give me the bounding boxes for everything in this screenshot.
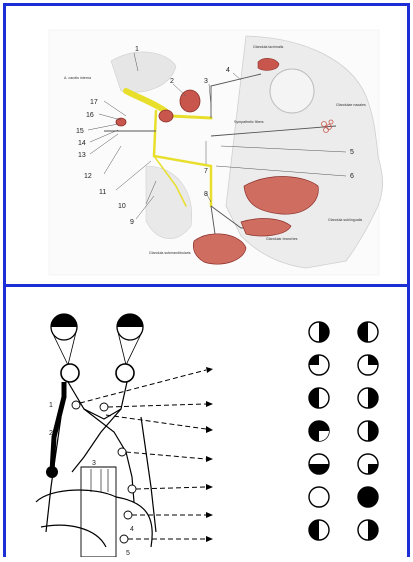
annotation-sympathetic: Sympathetic fibers xyxy=(234,120,264,124)
nerve-label-2: 2 xyxy=(49,430,53,437)
visual-field-right-icon xyxy=(117,314,143,340)
nerve-label-4: 4 xyxy=(130,526,134,533)
label-14: 14 xyxy=(78,140,86,147)
label-11: 11 xyxy=(99,189,106,196)
pupil-pair-1 xyxy=(309,322,378,342)
pupil-pair-6 xyxy=(309,487,378,507)
visual-pathway-panel: 1 2 3 4 5 xyxy=(6,287,407,557)
visual-pathway-diagram: 1 2 3 4 5 xyxy=(6,287,407,557)
nerve-label-3: 3 xyxy=(92,460,96,467)
annotation-submandibular: Glandula submandibularis xyxy=(149,251,191,255)
pupil-pair-3 xyxy=(309,388,378,408)
pupil-pair-2 xyxy=(309,355,378,375)
label-8: 8 xyxy=(204,191,208,198)
label-3: 3 xyxy=(204,78,208,85)
label-12: 12 xyxy=(84,173,92,180)
nerve-label-1: 1 xyxy=(49,402,53,409)
label-13: 13 xyxy=(78,152,86,159)
pupil-pair-5 xyxy=(309,454,378,474)
label-17: 17 xyxy=(90,99,98,106)
label-16: 16 xyxy=(86,112,94,119)
label-9: 9 xyxy=(130,219,134,226)
label-10: 10 xyxy=(118,203,126,210)
label-1: 1 xyxy=(135,46,139,53)
label-6: 6 xyxy=(350,173,354,180)
anatomy-illustration: 1 2 3 4 5 6 7 8 9 10 11 12 13 14 15 16 1… xyxy=(6,6,407,284)
label-15: 15 xyxy=(76,128,84,135)
label-2: 2 xyxy=(170,78,174,85)
label-5: 5 xyxy=(350,149,354,156)
annotation-nasal: Glandulae nasales xyxy=(336,103,366,107)
annotation-sublingual: Glandula sublingualis xyxy=(328,218,362,222)
annotation-carotid: A. carotis interna xyxy=(64,76,91,80)
annotation-lacrimal: Glandula lacrimalis xyxy=(253,45,284,49)
label-4: 4 xyxy=(226,67,230,74)
anatomy-illustration-panel: 1 2 3 4 5 6 7 8 9 10 11 12 13 14 15 16 1… xyxy=(6,6,407,284)
visual-field-left-icon xyxy=(51,314,77,340)
label-7: 7 xyxy=(204,168,208,175)
pupil-pair-4 xyxy=(309,421,378,441)
annotation-glandular-branches: Glandular branches xyxy=(266,237,298,241)
nerve-label-5: 5 xyxy=(126,550,130,557)
pupil-pair-7 xyxy=(309,520,378,540)
